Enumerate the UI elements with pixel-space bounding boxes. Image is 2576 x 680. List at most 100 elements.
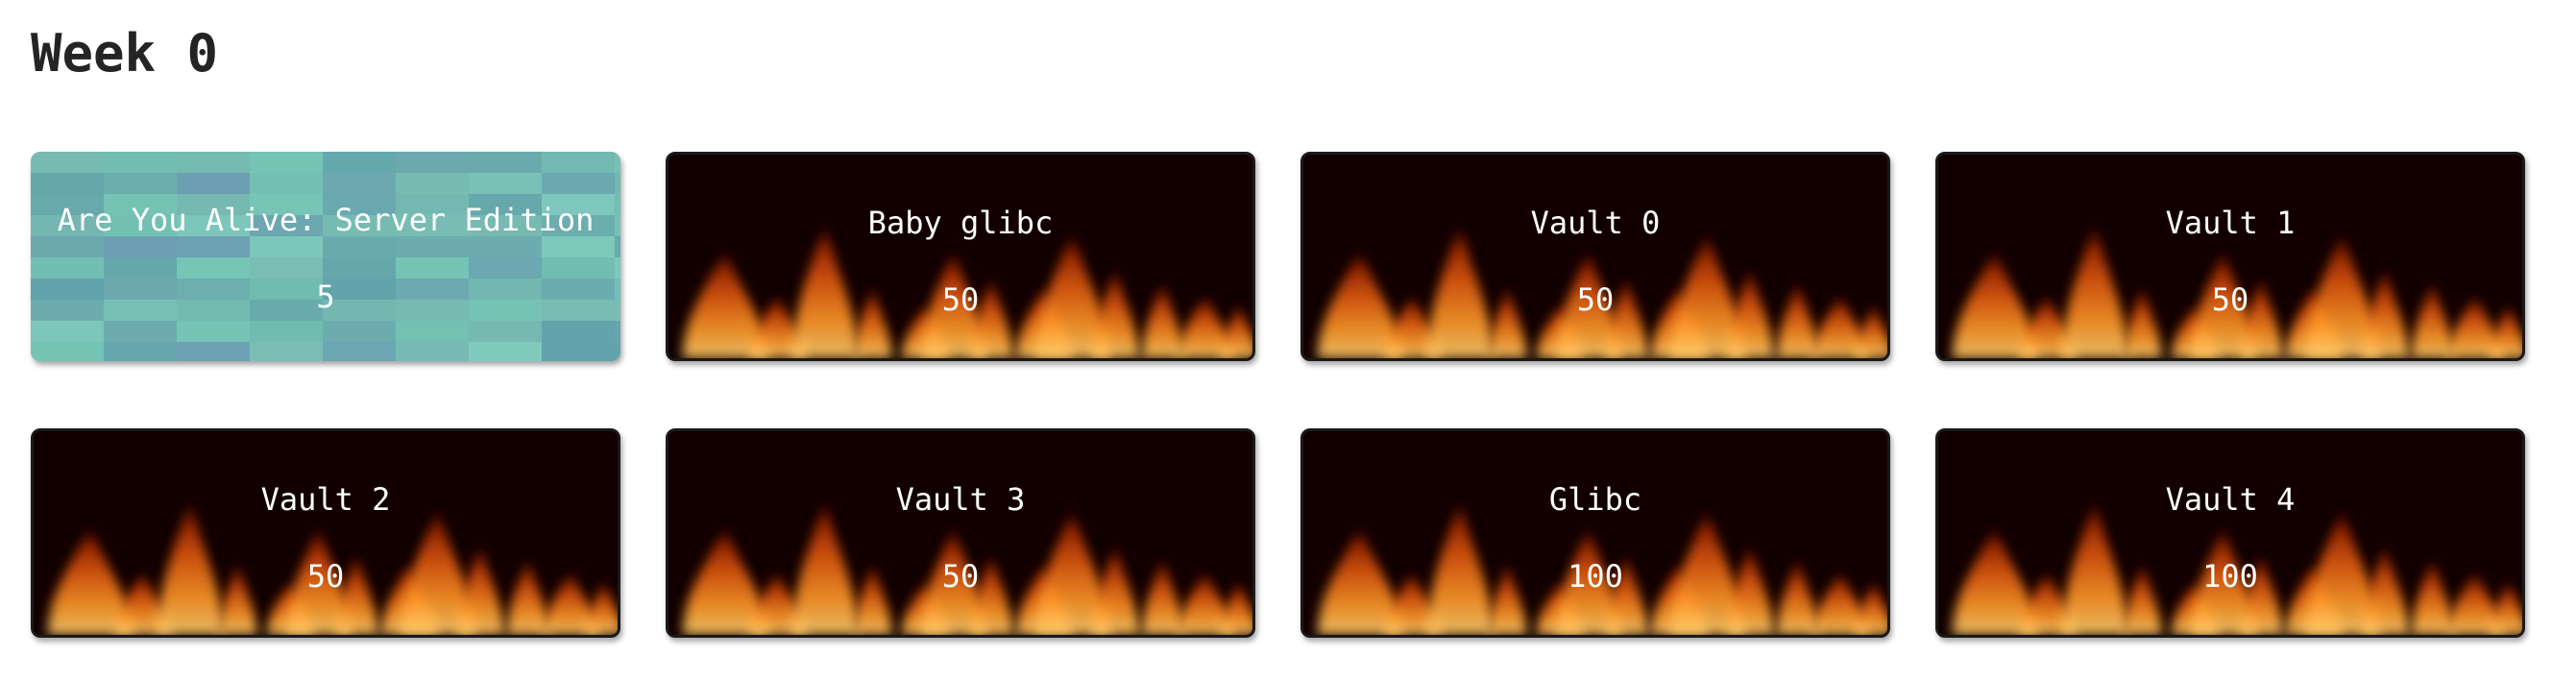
flame-shape [2061, 218, 2129, 358]
tile [177, 152, 250, 173]
tile [542, 279, 615, 300]
tile [177, 257, 250, 279]
flame-shape [114, 569, 172, 635]
tile [469, 236, 542, 257]
flame-shape [456, 541, 505, 635]
tile [542, 194, 615, 215]
tile [104, 321, 177, 342]
challenge-card[interactable]: Baby glibc 50 [666, 152, 1255, 361]
tile [323, 279, 396, 300]
challenge-name: Vault 1 [2165, 205, 2296, 241]
challenge-card[interactable]: Vault 2 50 [31, 428, 620, 638]
flame-shape [1177, 569, 1235, 635]
challenge-card[interactable]: Vault 0 50 [1300, 152, 1890, 361]
flame-shape [1384, 292, 1442, 358]
tile [323, 300, 396, 321]
flame-shape [542, 569, 600, 635]
tile [469, 279, 542, 300]
tile [615, 279, 620, 300]
flame-shape [2411, 555, 2455, 635]
tile [615, 215, 620, 236]
flame-shape [749, 569, 807, 635]
card-background [34, 431, 618, 635]
challenge-points: 50 [306, 558, 345, 595]
tile [615, 257, 620, 279]
challenge-card[interactable]: Glibc 100 [1300, 428, 1890, 638]
tile [615, 194, 620, 215]
flame-shape [2411, 279, 2455, 358]
flame-shape [920, 246, 987, 358]
tile [396, 342, 469, 361]
tile [177, 321, 250, 342]
tile [323, 152, 396, 173]
flame-shape [1034, 227, 1111, 358]
tile [177, 236, 250, 257]
flame-shape [1489, 560, 1527, 635]
flame-shape [1177, 292, 1235, 358]
tile [250, 194, 323, 215]
flame-shape [2190, 522, 2257, 635]
flame-shape [1726, 541, 1775, 635]
tile [542, 215, 615, 236]
flame-shape [506, 555, 550, 635]
flame-shape [1141, 279, 1185, 358]
challenge-name: Glibc [1548, 481, 1642, 518]
flame-shape [1220, 302, 1252, 358]
flame-shape [1555, 246, 1622, 358]
tile [31, 236, 104, 257]
tile [250, 257, 323, 279]
flame-shape [1811, 569, 1870, 635]
tile [469, 215, 542, 236]
tile [542, 173, 615, 194]
tile [615, 342, 620, 361]
challenge-card[interactable]: Vault 3 50 [666, 428, 1255, 638]
tile [31, 279, 104, 300]
flame-shape [682, 522, 768, 635]
tile [542, 300, 615, 321]
tile [31, 321, 104, 342]
challenge-points: 50 [941, 558, 980, 595]
flame-shape [585, 578, 618, 635]
challenge-card[interactable]: Are You Alive: Server Edition 5 [31, 152, 620, 361]
tile [615, 236, 620, 257]
flame-shape [2490, 578, 2522, 635]
flame-shape [1220, 578, 1252, 635]
flame-shape [2240, 550, 2283, 635]
flame-shape [1141, 555, 1185, 635]
tile [31, 257, 104, 279]
tile [104, 152, 177, 173]
flame-shape [682, 246, 768, 358]
tile [542, 342, 615, 361]
tile [31, 342, 104, 361]
flame-shape [1605, 550, 1648, 635]
tile [177, 173, 250, 194]
flame-shape [1426, 495, 1495, 635]
challenge-card[interactable]: Vault 4 100 [1935, 428, 2525, 638]
flame-shape [791, 218, 860, 358]
tile [323, 215, 396, 236]
flame-shape [1034, 503, 1111, 635]
challenge-points: 100 [1567, 558, 1623, 595]
tile [615, 321, 620, 342]
tile [396, 321, 469, 342]
flame-shape [1669, 503, 1746, 635]
tile [542, 257, 615, 279]
challenge-points: 5 [316, 279, 335, 315]
flame-shape [1555, 522, 1622, 635]
card-background [1303, 431, 1887, 635]
challenge-card[interactable]: Vault 1 50 [1935, 152, 2525, 361]
flame-shape [2361, 541, 2410, 635]
challenge-name: Vault 2 [260, 481, 391, 518]
flame-shape [854, 560, 892, 635]
tile [396, 194, 469, 215]
tile [104, 194, 177, 215]
flame-shape [1855, 302, 1887, 358]
tile [542, 236, 615, 257]
flame-shape [854, 283, 892, 358]
tile [396, 236, 469, 257]
flame-shape [157, 495, 225, 635]
tile [177, 342, 250, 361]
tile [250, 215, 323, 236]
flame-shape [2124, 283, 2162, 358]
tile [396, 215, 469, 236]
